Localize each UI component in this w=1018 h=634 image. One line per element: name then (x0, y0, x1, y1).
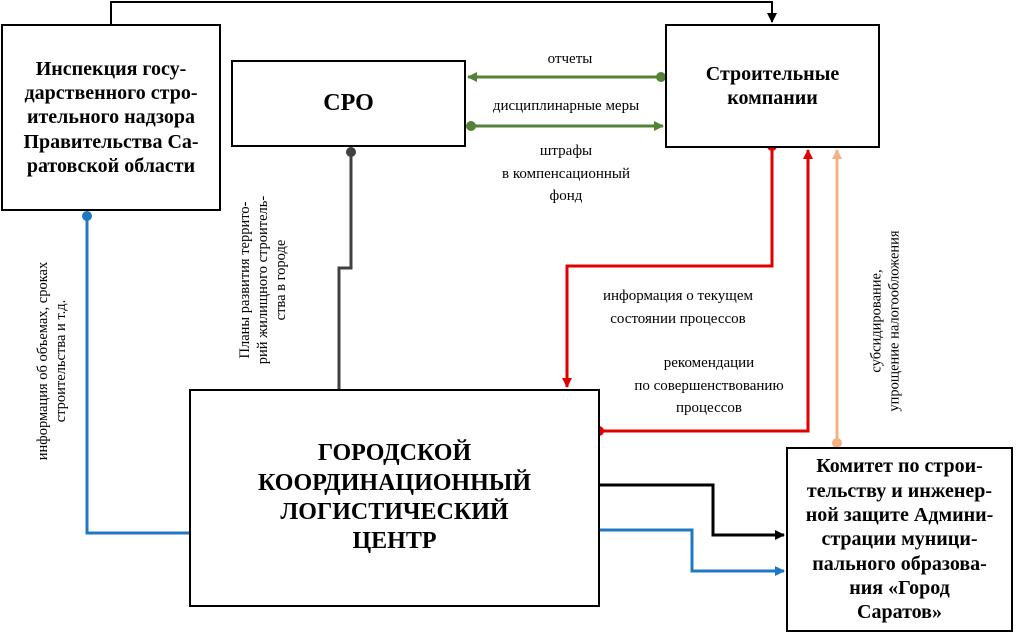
reports-label: отчеты (547, 51, 593, 67)
plans-label: Планы развития террито- рий жилищного ст… (237, 195, 290, 365)
connector-reports-dot (656, 72, 666, 82)
connector-center-committee-black (600, 483, 785, 540)
connector-recommendations (599, 149, 813, 433)
disciplinary-label: дисциплинарные меры (492, 98, 640, 114)
committee-box: Комитет по строи- тельству и инженер- но… (786, 447, 1013, 632)
sro-box: СРО (231, 60, 466, 147)
connector-sro-center-dot (346, 147, 356, 157)
connector-inspection-center (85, 216, 189, 535)
connector-disciplinary-dot (466, 121, 476, 131)
recommendations-label: рекомендации по совершенствованию процес… (634, 355, 784, 416)
fines-label: штрафы в компенсационный фонд (502, 143, 630, 204)
process-info-label: информация о текущем состоянии процессов (602, 288, 754, 327)
connector-sro-center (337, 152, 353, 389)
connector-inspection-builders (110, 1, 777, 24)
inspection-box: Инспекция госу- дарственного стро- итель… (1, 24, 221, 211)
subsidies-label: субсидирование, упрощение налогообложени… (868, 230, 903, 412)
connector-subsidies-dot (832, 438, 842, 448)
builders-box: Строительные компании (665, 24, 880, 148)
volumes-info-label: информация об объемах, сроках строительс… (35, 261, 70, 461)
connector-inspection-center-dot (82, 211, 92, 221)
connector-center-committee-blue (600, 528, 785, 576)
connector-process-info (562, 146, 774, 388)
logistics-center-box: ГОРОДСКОЙ КООРДИНАЦИОННЫЙ ЛОГИСТИЧЕСКИЙ … (189, 389, 600, 607)
